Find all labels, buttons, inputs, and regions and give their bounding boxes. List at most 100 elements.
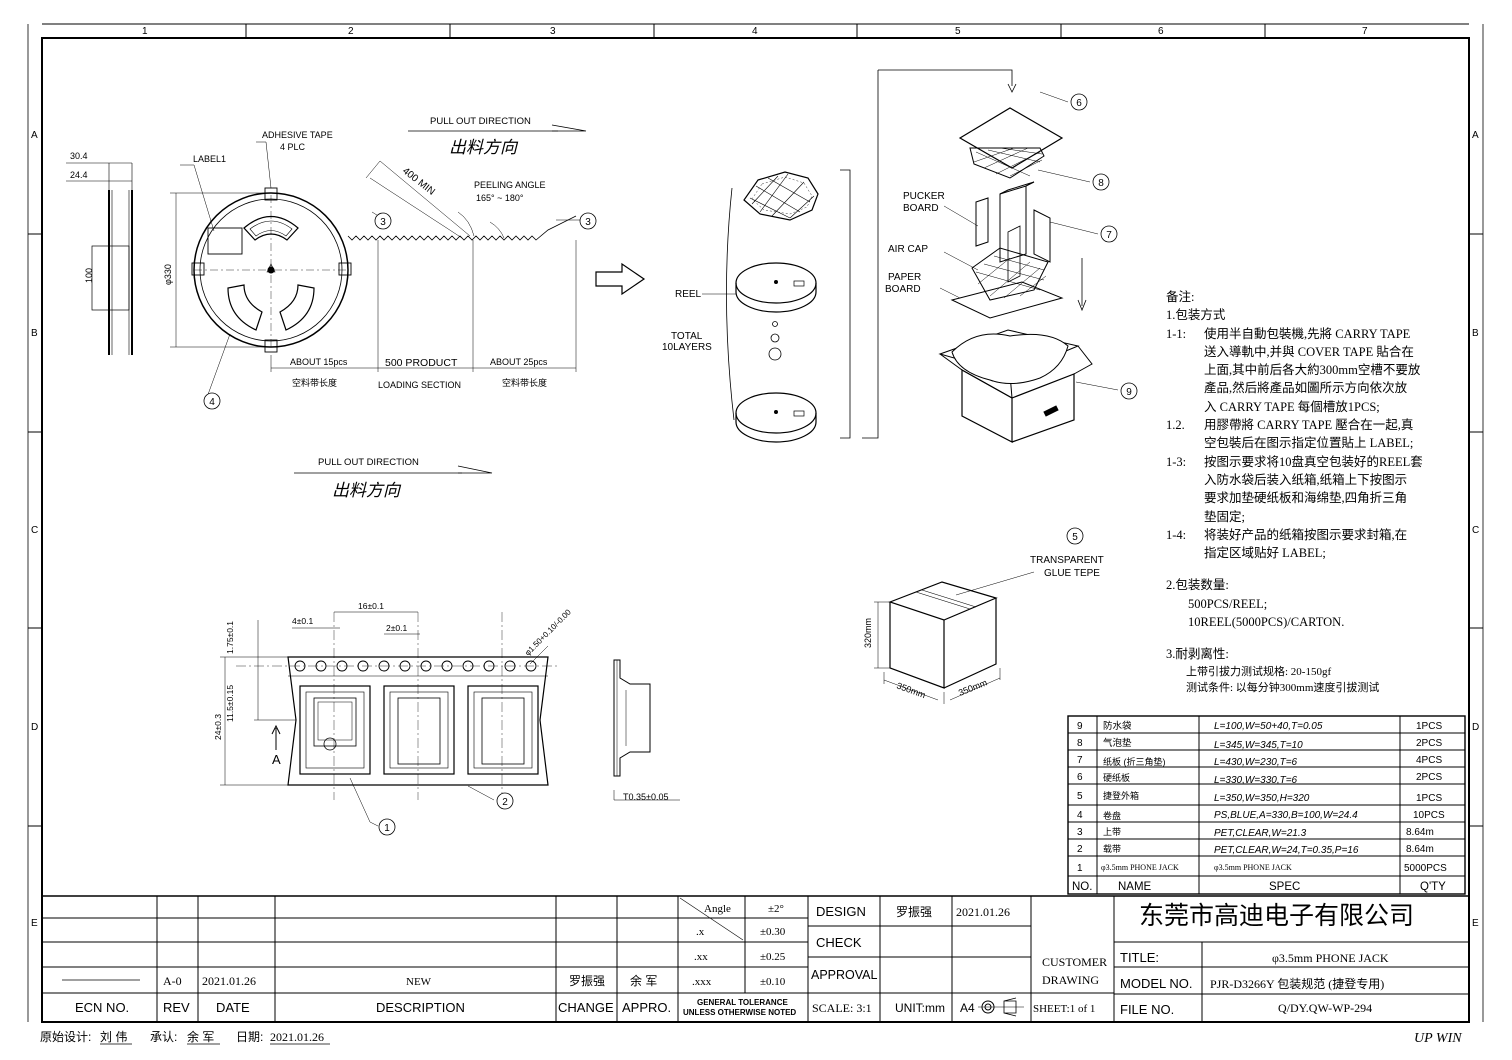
transparent-label: TRANSPARENT [1030,555,1104,566]
file-label: FILE NO. [1120,1002,1174,1017]
rev-value: A-0 [163,974,182,988]
bom-table [1067,715,1466,895]
projection-symbol-icon [978,997,1024,1017]
svg-text:7: 7 [1077,755,1083,766]
svg-text:8: 8 [1077,738,1083,749]
svg-text:卷盘: 卷盘 [1103,810,1121,821]
zone-col-4: 4 [752,26,758,37]
adhesive-tape-text: ADHESIVE TAPE [262,130,333,140]
pull-out-arrow-mid [294,465,493,474]
dim-4: 4±0.1 [292,616,313,626]
bom-header-row: NO. NAME SPEC Q'TY [1072,881,1446,893]
air-cap-label: AIR CAP [888,244,928,255]
empty-tape-len-1: 空料带长度 [292,377,337,388]
callout-1: 1 [384,823,390,834]
svg-text:10PCS: 10PCS [1413,810,1445,821]
tol-xxx: .xxx [692,976,712,988]
section-a-label: A [272,752,281,767]
gen-tol-2: UNLESS OTHERWISE NOTED [683,1008,796,1017]
tol-angle: Angle [704,903,731,915]
tol-xx: .xx [694,951,708,963]
pull-out-cn-mid: 出料方向 [332,481,402,500]
svg-text:L=345,W=345,T=10: L=345,W=345,T=10 [1214,740,1303,751]
hdr-change: CHANGE [558,1000,614,1015]
company-name: 东莞市高迪电子有限公司 [1139,902,1414,930]
approval-label: APPROVAL [811,968,878,982]
svg-text:L=330,W=330,T=6: L=330,W=330,T=6 [1214,775,1298,786]
box-width-dim-1: 350mm [895,680,927,700]
svg-text:9: 9 [1077,721,1083,732]
loading-section: LOADING SECTION [378,380,461,390]
svg-text:Q'TY: Q'TY [1420,881,1446,893]
sheet-label: SHEET:1 of 1 [1033,1003,1095,1015]
thickness-dim: T0.35±0.05 [623,792,668,802]
svg-text:A: A [1472,130,1479,141]
paper-board-label: BOARD [885,284,921,295]
dim-16: 16±0.1 [358,601,384,611]
zone-col-7: 7 [1362,26,1368,37]
packaging-notes: 备注: 1.包装方式 1-1:使用半自動包裝機,先將 CARRY TAPE 送入… [1166,288,1466,696]
svg-text:1: 1 [1077,863,1083,874]
brand-mark: UP WIN [1414,1031,1462,1046]
pull-out-en-mid: PULL OUT DIRECTION [318,457,419,468]
about-15pcs: ABOUT 15pcs [290,357,348,367]
carrier-tape-detail [220,611,680,827]
svg-text:PET,CLEAR,W=24,T=0.35,P=16: PET,CLEAR,W=24,T=0.35,P=16 [1214,845,1359,856]
reel-side-view [66,162,133,355]
svg-text:SPEC: SPEC [1269,881,1300,893]
hdr-desc: DESCRIPTION [376,1000,465,1015]
svg-text:φ3.5mm PHONE JACK: φ3.5mm PHONE JACK [1101,863,1179,872]
footer: 原始设计: 刘 伟 承认: 余 军 日期: 2021.01.26 UP WIN [40,1029,1462,1046]
reel-stack [702,169,851,443]
svg-text:NAME: NAME [1118,881,1152,893]
svg-text:NO.: NO. [1072,881,1092,893]
zone-col-1: 1 [142,26,148,37]
tol-xxx-v: ±0.10 [760,976,786,988]
svg-text:L=100,W=50+40,T=0.05: L=100,W=50+40,T=0.05 [1214,721,1323,732]
about-25pcs: ABOUT 25pcs [490,357,548,367]
model-value: PJR-D3266Y 包装规范 (捷登专用) [1210,976,1384,991]
svg-text:上带: 上带 [1103,827,1121,837]
callout-2: 2 [502,797,508,808]
notes-section-3: 3.耐剥离性: [1166,647,1229,662]
model-label: MODEL NO. [1120,976,1192,991]
svg-text:PET,CLEAR,W=21.3: PET,CLEAR,W=21.3 [1214,828,1307,839]
notes-title: 备注: [1166,290,1195,304]
unit-label: UNIT:mm [895,1001,945,1015]
carton-exploded-view [862,69,1119,443]
dim-2: 2±0.1 [386,623,407,633]
callout-8: 8 [1098,178,1104,189]
dim-24-4: 24.4 [70,170,88,180]
paper-label: PAPER [888,272,921,283]
orig-design-value: 刘 伟 [100,1030,127,1044]
total-label: TOTAL [671,331,703,342]
callout-6: 6 [1076,98,1082,109]
svg-text:2PCS: 2PCS [1416,738,1442,749]
zone-row-e: E [31,918,38,929]
big-right-arrow [595,262,646,296]
pull-out-arrow-top [408,124,587,132]
callout-3b: 3 [585,217,591,228]
svg-text:8.64m: 8.64m [1406,827,1434,838]
rev-change: 罗振强 [569,974,605,988]
svg-text:E: E [1472,918,1479,929]
zone-row-c: C [31,525,38,536]
svg-text:捷登外箱: 捷登外箱 [1103,790,1139,801]
designer-name: 罗振强 [896,905,932,919]
hdr-rev: REV [163,1000,190,1015]
callout-4: 4 [209,397,215,408]
label1-text: LABEL1 [193,154,226,164]
svg-text:纸板 (折三角垫): 纸板 (折三角垫) [1103,756,1166,767]
svg-text:2PCS: 2PCS [1416,772,1442,783]
tol-xx-v: ±0.25 [760,951,786,963]
approve-label: 承认: [150,1030,177,1044]
date-label: 日期: [236,1030,263,1044]
pucker-board-label: BOARD [903,203,939,214]
paper-size: A4 [960,1001,975,1015]
design-date: 2021.01.26 [956,905,1010,919]
dim-30-4: 30.4 [70,151,88,161]
pucker-label: PUCKER [903,191,945,202]
carry-tape-strip [270,160,580,372]
